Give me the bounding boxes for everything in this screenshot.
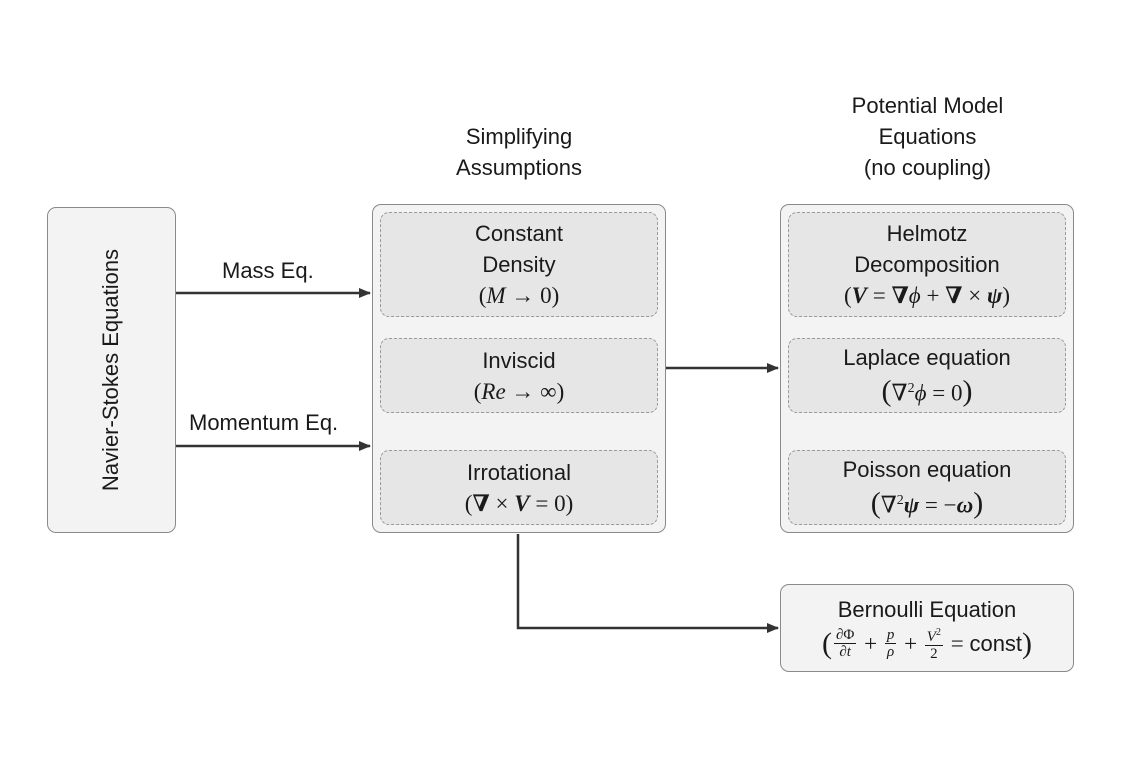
navier-stokes-label: Navier-Stokes Equations <box>98 248 124 492</box>
helmotz-box: Helmotz Decomposition (V = ∇ϕ + ∇ × ψ) <box>788 212 1066 317</box>
poisson-box: Poisson equation (∇2ψ = −ω) <box>788 450 1066 525</box>
potential-title: Potential Model Equations (no coupling) <box>851 93 1004 180</box>
navier-stokes-box: Navier-Stokes Equations <box>47 207 176 533</box>
irrotational-to-bernoulli-arrow <box>516 534 779 633</box>
irrotational-box: Irrotational (∇ × V = 0) <box>380 450 658 525</box>
laplace-box: Laplace equation (∇2ϕ = 0) <box>788 338 1066 413</box>
constant-density-expr: (M → 0) <box>478 283 560 308</box>
poisson-expr: (∇2ψ = −ω) <box>870 486 984 520</box>
inviscid-box: Inviscid (Re → ∞) <box>380 338 658 413</box>
laplace-expr: (∇2ϕ = 0) <box>881 374 973 408</box>
mass-eq-label: Mass Eq. <box>222 258 314 283</box>
assumptions-title: Simplifying Assumptions <box>456 124 582 180</box>
irrotational-expr: (∇ × V = 0) <box>464 490 574 516</box>
momentum-eq-label: Momentum Eq. <box>189 410 339 435</box>
inviscid-expr: (Re → ∞) <box>473 378 565 404</box>
helmotz-expr: (V = ∇ϕ + ∇ × ψ) <box>843 283 1011 308</box>
constant-density-box: Constant Density (M → 0) <box>380 212 658 317</box>
